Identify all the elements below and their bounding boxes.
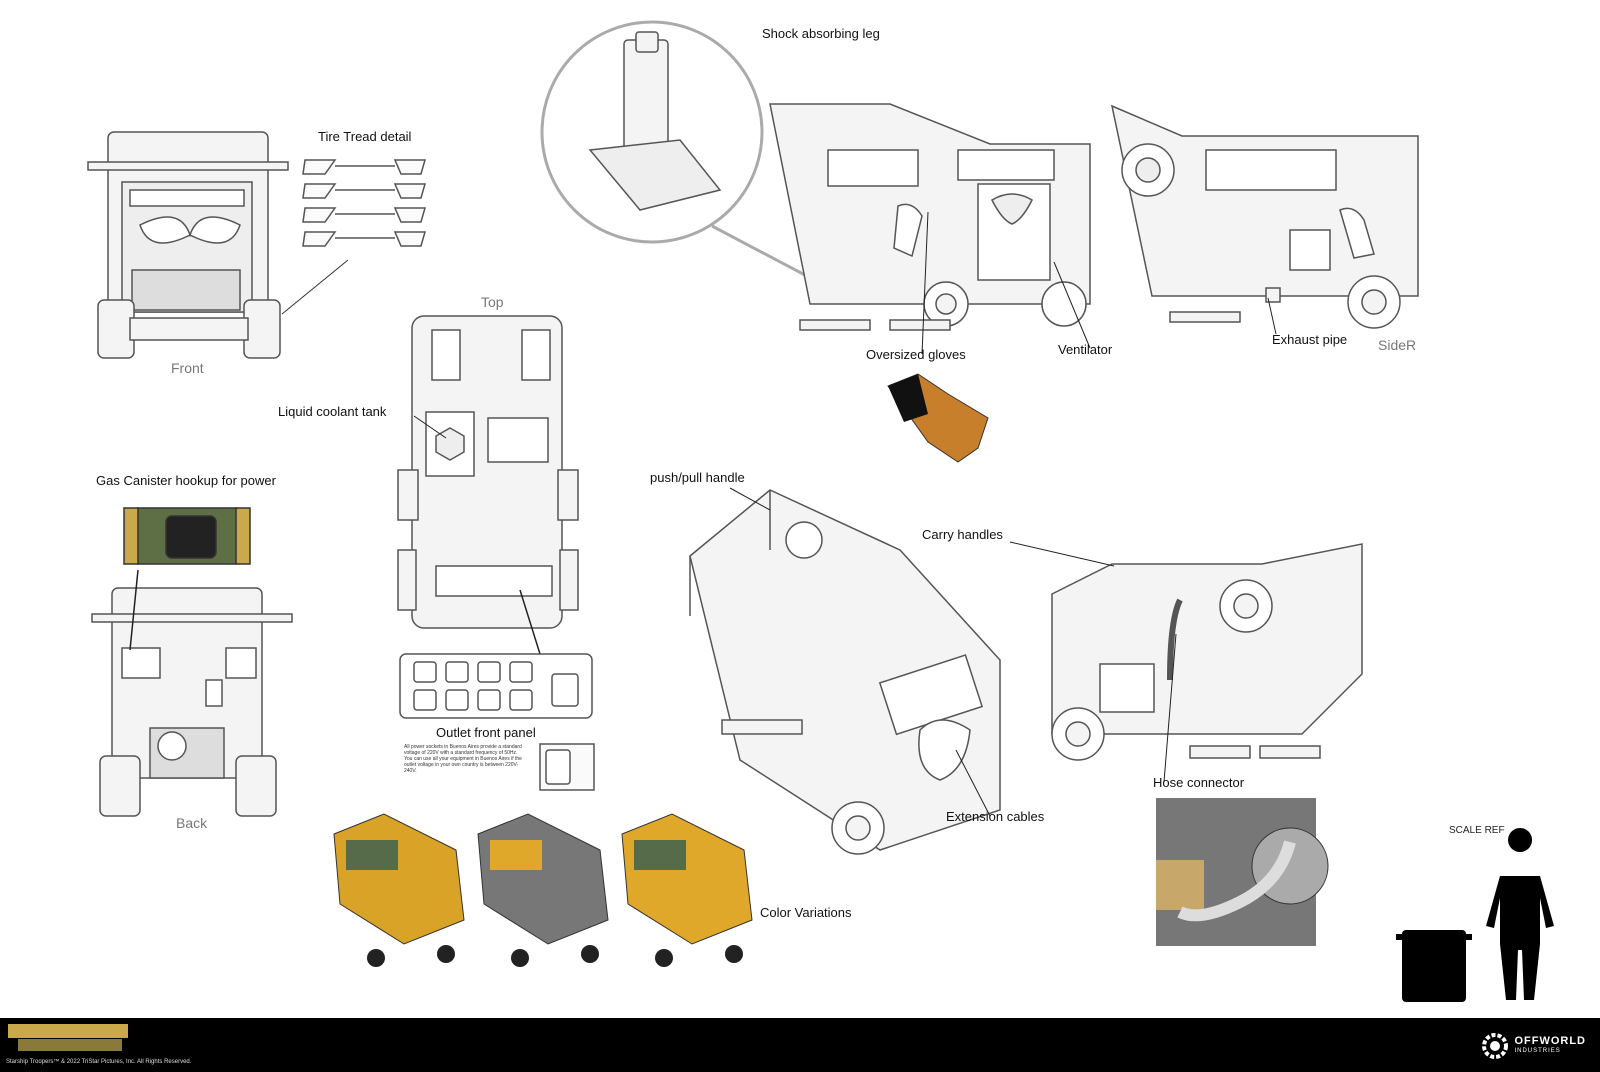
- label-carry-handles: Carry handles: [922, 527, 1003, 542]
- label-scale-ref: SCALE REF: [1449, 825, 1505, 836]
- label-front: Front: [171, 360, 204, 376]
- copyright-text: Starship Troopers™ & 2022 TriStar Pictur…: [6, 1059, 192, 1065]
- label-oversized-gloves: Oversized gloves: [866, 347, 966, 362]
- label-tire-tread: Tire Tread detail: [318, 129, 412, 144]
- label-shock-leg: Shock absorbing leg: [762, 26, 880, 41]
- shock-leg-drawing: [540, 20, 823, 286]
- studio-sub: INDUSTRIES: [1514, 1048, 1561, 1054]
- tire-tread-drawing: [281, 159, 426, 315]
- label-outlet-panel: Outlet front panel: [436, 725, 536, 740]
- back-view-drawing: [91, 569, 293, 817]
- label-exhaust-pipe: Exhaust pipe: [1272, 332, 1348, 347]
- back-iso-view-drawing: [1051, 543, 1363, 761]
- footer-bar: Starship Troopers™ & 2022 TriStar Pictur…: [0, 1018, 1600, 1072]
- hose-connector-photo: [1156, 798, 1329, 946]
- outlet-voltage-note: All power sockets in Buenos Aires provid…: [404, 744, 522, 774]
- label-hose-connector: Hose connector: [1153, 775, 1245, 790]
- offworld-logo: OFFWORLD INDUSTRIES: [1480, 1028, 1586, 1064]
- front-view-drawing: [87, 131, 289, 359]
- scale-ref-silhouettes: [1396, 828, 1554, 1002]
- callout-lines: [413, 211, 1277, 817]
- side-view-left-drawing: [769, 103, 1091, 331]
- label-liquid-coolant: Liquid coolant tank: [278, 404, 387, 419]
- outlet-panel-drawing: [399, 653, 595, 791]
- gas-canister-drawing: [123, 507, 251, 565]
- color-variation-1: [333, 813, 465, 967]
- starship-troopers-logo: [8, 1024, 128, 1051]
- top-view-drawing: [397, 315, 579, 655]
- label-back: Back: [176, 815, 208, 831]
- label-push-pull: push/pull handle: [650, 470, 745, 485]
- isometric-view-drawing: [689, 489, 1001, 855]
- label-color-variations: Color Variations: [760, 905, 852, 920]
- side-r-view-drawing: [1110, 104, 1419, 329]
- color-variation-2: [477, 813, 609, 967]
- studio-name: OFFWORLD: [1514, 1035, 1586, 1047]
- glove-image: [887, 373, 989, 463]
- label-extension-cables: Extension cables: [946, 809, 1045, 824]
- concept-art-canvas: [87, 20, 1554, 1002]
- color-variation-3: [621, 813, 753, 967]
- label-gas-canister: Gas Canister hookup for power: [96, 473, 276, 488]
- label-side-r: SideR: [1378, 337, 1417, 353]
- label-top: Top: [481, 294, 504, 310]
- gear-icon: [1482, 1033, 1509, 1059]
- label-ventilator: Ventilator: [1058, 342, 1113, 357]
